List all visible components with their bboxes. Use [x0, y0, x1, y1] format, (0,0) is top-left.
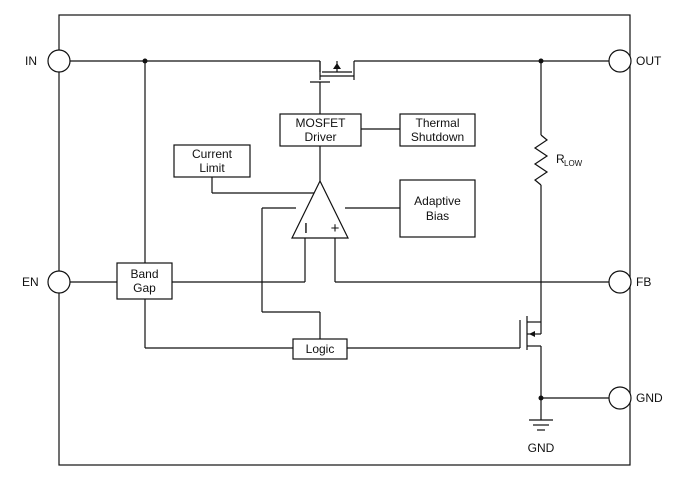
- band-gap-line2: Gap: [133, 281, 156, 295]
- current-limit-line2: Limit: [199, 161, 225, 175]
- amp-plus-input: +: [331, 220, 340, 237]
- pin-in-label: IN: [25, 54, 37, 68]
- mosfet-driver-block: MOSFET Driver: [279, 113, 362, 147]
- thermal-shutdown-line1: Thermal: [415, 116, 459, 130]
- pin-fb-label: FB: [636, 275, 651, 289]
- resistor-label: R LOW: [556, 152, 583, 168]
- pin-out: OUT: [608, 49, 662, 73]
- pin-out-label: OUT: [636, 54, 662, 68]
- band-gap-line1: Band: [130, 267, 158, 281]
- pin-en-label: EN: [22, 275, 39, 289]
- pin-gnd: GND: [608, 386, 663, 410]
- adaptive-bias-line1: Adaptive: [414, 194, 461, 208]
- error-amplifier: I +: [291, 179, 349, 239]
- thermal-shutdown-line2: Shutdown: [411, 130, 464, 144]
- amp-minus-input: I: [304, 220, 308, 237]
- current-limit-line1: Current: [192, 147, 233, 161]
- current-limit-block: Current Limit: [173, 144, 251, 178]
- logic-block: Logic: [292, 338, 348, 360]
- resistor-label-subscript: LOW: [564, 159, 583, 168]
- adaptive-bias-line2: Bias: [426, 209, 449, 223]
- pin-in: IN: [25, 49, 71, 73]
- junction-dots: [142, 58, 544, 401]
- mosfet-driver-line1: MOSFET: [296, 116, 347, 130]
- pin-gnd-label: GND: [636, 391, 663, 405]
- ground-symbol-label: GND: [528, 441, 555, 455]
- adaptive-bias-block: Adaptive Bias: [399, 179, 476, 238]
- resistor-label-main: R: [556, 152, 565, 166]
- pin-en: EN: [22, 270, 71, 294]
- package-outline: [58, 14, 631, 466]
- band-gap-block: Band Gap: [116, 262, 173, 300]
- wires: [70, 60, 609, 431]
- logic-label: Logic: [306, 342, 335, 356]
- mosfet-driver-line2: Driver: [305, 130, 337, 144]
- pass-transistor: [310, 61, 355, 83]
- thermal-shutdown-block: Thermal Shutdown: [399, 113, 476, 147]
- pin-fb: FB: [608, 270, 651, 294]
